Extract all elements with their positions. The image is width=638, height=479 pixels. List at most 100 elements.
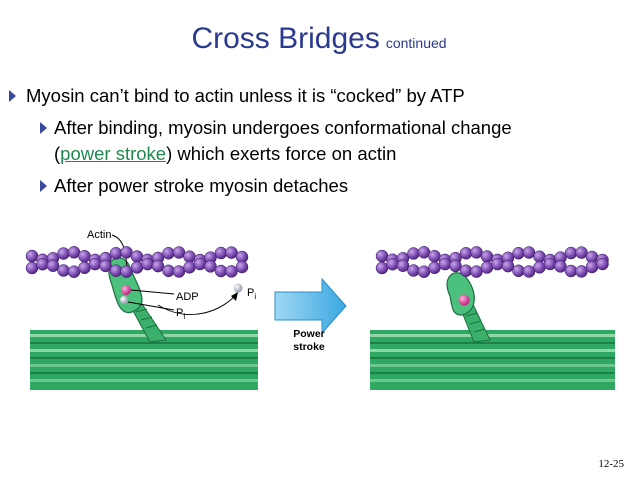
actin-bead (172, 246, 186, 259)
left-panel (25, 224, 260, 392)
pi-letter-left: P (176, 307, 183, 319)
pi-subscript-left: i (183, 312, 185, 321)
actin-bead (501, 259, 515, 273)
actin-bead (130, 250, 144, 263)
actin-bead (459, 264, 473, 277)
adp-bead (121, 285, 131, 295)
pi-label-right: Pi (247, 287, 256, 301)
actin-bead (575, 265, 588, 278)
actin-bead (533, 250, 546, 263)
actin-bead (193, 257, 207, 271)
actin-bead (407, 247, 420, 260)
actin-bead (428, 261, 441, 275)
actin-bead (491, 257, 504, 271)
actin-bead (438, 257, 452, 271)
adp-bead-right (458, 294, 470, 306)
actin-bead (375, 249, 389, 263)
actin-bead (512, 264, 525, 278)
title-sub: continued (385, 35, 447, 51)
actin-bead (235, 260, 249, 274)
actin-bead (67, 265, 81, 278)
power-stroke-arrow-icon (274, 277, 347, 335)
power-stroke-label-2: stroke (293, 341, 325, 353)
adp-label: ADP (176, 291, 199, 303)
actin-bead (151, 259, 165, 273)
actin-bead (57, 264, 70, 277)
adp-leader (130, 289, 175, 295)
thick-filament-right (370, 330, 615, 390)
bullet-1: Myosin can’t bind to actin unless it is … (26, 85, 465, 106)
actin-bead (204, 260, 217, 273)
actin-bead (470, 246, 483, 259)
actin-bead (396, 259, 410, 272)
pi-label-left: Pi (176, 307, 185, 321)
power-stroke-link[interactable]: power stroke (60, 143, 167, 164)
actin-bead (375, 261, 389, 275)
actin-bead (522, 265, 536, 278)
actin-bead (386, 257, 399, 271)
myosin-head-right (446, 272, 475, 316)
actin-bead (183, 261, 196, 274)
actin-bead (214, 246, 228, 260)
actin-bead (417, 265, 431, 278)
actin-bead (214, 264, 228, 278)
actin-bead (533, 261, 546, 274)
actin-bead (130, 261, 144, 274)
actin-bead (172, 265, 186, 278)
actin-bead (480, 250, 494, 263)
actin-bead (162, 264, 175, 278)
actin-bead (459, 247, 473, 260)
actin-bead (407, 264, 420, 277)
actin-bead (120, 246, 133, 259)
bullet-2: After binding, myosin undergoes conforma… (54, 117, 512, 138)
actin-bead (585, 260, 599, 274)
actin-bead (417, 246, 431, 259)
actin-bead (596, 257, 609, 271)
bullet-2-continued: (power stroke) which exerts force on act… (54, 142, 396, 166)
actin-filament-right (375, 246, 609, 278)
released-pi-bead (233, 283, 243, 293)
actin-bead (25, 249, 39, 263)
actin-bead (78, 261, 91, 275)
pi-letter-released: P (247, 287, 254, 299)
actin-bead (575, 246, 588, 259)
pi-bead (120, 296, 128, 304)
actin-bead (88, 257, 102, 271)
actin-bead (428, 249, 441, 263)
bullet-arrow-icon (40, 122, 47, 134)
actin-bead (183, 250, 196, 263)
actin-bead (141, 257, 154, 271)
actin-bead (225, 246, 238, 259)
pi-subscript-released: i (254, 292, 256, 301)
slide-title: Cross Bridges continued (0, 22, 638, 56)
actin-bead (449, 259, 462, 273)
paren-open: ( (54, 143, 61, 164)
actin-bead (564, 246, 578, 260)
actin-bead (480, 261, 494, 274)
actin-bead (99, 259, 112, 273)
actin-bead (543, 257, 557, 271)
actin-bead (67, 246, 81, 259)
actin-bead (46, 259, 60, 272)
bullet-2-rest: ) which exerts force on actin (166, 143, 397, 164)
actin-bead (109, 264, 123, 277)
bullet-arrow-icon (9, 90, 16, 102)
actin-bead (109, 247, 123, 260)
power-stroke-label-1: Power (293, 328, 325, 340)
pi-leader (127, 301, 175, 311)
title-main: Cross Bridges (191, 22, 380, 55)
right-panel (370, 246, 615, 390)
bullet-arrow-icon (40, 180, 47, 192)
thick-filament-left (30, 330, 258, 390)
actin-bead (57, 247, 70, 260)
actin-bead (522, 246, 536, 259)
actin-bead (36, 257, 49, 271)
actin-bead (225, 265, 238, 278)
actin-filament-left (25, 246, 249, 278)
actin-bead (564, 264, 578, 278)
actin-bead (162, 246, 175, 260)
actin-bead (512, 246, 525, 260)
actin-bead (120, 265, 133, 278)
actin-label: Actin (87, 229, 111, 241)
